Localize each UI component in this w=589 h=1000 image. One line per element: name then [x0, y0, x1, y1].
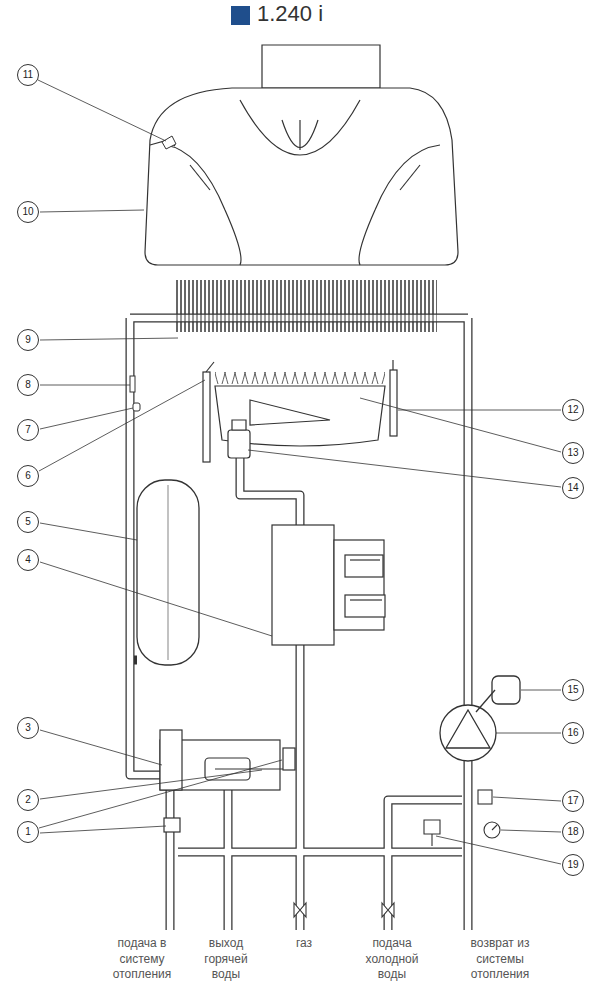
- callout-circle: 9: [17, 329, 39, 351]
- burner: [215, 372, 385, 458]
- leader-lines: [38, 80, 561, 864]
- callout-number: 14: [567, 483, 578, 493]
- callout-circle: 14: [562, 477, 584, 499]
- callout-circle: 18: [562, 821, 584, 843]
- callout-circle: 17: [562, 790, 584, 812]
- gas-valve: [272, 525, 385, 645]
- pipe-label: подача холодной воды: [356, 936, 428, 983]
- callout-number: 19: [567, 860, 578, 870]
- callout-circle: 1: [17, 821, 39, 843]
- callout-circle: 13: [562, 442, 584, 464]
- electrodes: [203, 360, 397, 462]
- callout-number: 2: [25, 795, 31, 805]
- callout-circle: 3: [17, 717, 39, 739]
- callout-number: 10: [22, 207, 33, 217]
- pump: [440, 676, 520, 761]
- shutoff-valves: [294, 903, 394, 917]
- callout-number: 18: [567, 827, 578, 837]
- callout-circle: 7: [17, 419, 39, 441]
- callout-circle: 5: [17, 511, 39, 533]
- callout-circle: 19: [562, 854, 584, 876]
- flue-hood: [145, 45, 458, 265]
- heat-exchanger: [175, 280, 437, 332]
- callout-number: 6: [25, 471, 31, 481]
- valves: [424, 790, 500, 846]
- pipe-label: выход горячей воды: [195, 936, 257, 983]
- expansion-vessel: [137, 480, 199, 665]
- callout-circle: 11: [17, 64, 39, 86]
- pipe-label: возврат из системы отопления: [459, 936, 541, 983]
- callout-circle: 10: [17, 201, 39, 223]
- callout-number: 7: [25, 425, 31, 435]
- callout-circle: 2: [17, 789, 39, 811]
- callout-number: 17: [567, 796, 578, 806]
- pipe-label: подача в систему отопления: [107, 936, 177, 983]
- title-square: [231, 6, 250, 25]
- callout-number: 11: [23, 70, 33, 80]
- sensors: [130, 376, 140, 411]
- callout-circle: 16: [562, 722, 584, 744]
- callout-number: 13: [567, 448, 578, 458]
- callout-number: 15: [567, 685, 578, 695]
- flue-sensor: [162, 136, 176, 149]
- callout-number: 3: [25, 723, 31, 733]
- callout-circle: 15: [562, 679, 584, 701]
- callout-number: 16: [567, 728, 578, 738]
- callout-circle: 12: [562, 399, 584, 421]
- callout-number: 4: [25, 555, 31, 565]
- callout-circle: 8: [17, 374, 39, 396]
- callout-number: 12: [567, 405, 578, 415]
- callout-number: 9: [25, 335, 31, 345]
- callout-number: 8: [25, 380, 31, 390]
- callout-number: 1: [25, 827, 31, 837]
- callout-circle: 4: [17, 549, 39, 571]
- callout-circle: 6: [17, 465, 39, 487]
- diagram-title: 1.240 i: [257, 1, 323, 27]
- callout-number: 5: [25, 517, 31, 527]
- pipe-label: газ: [279, 936, 329, 952]
